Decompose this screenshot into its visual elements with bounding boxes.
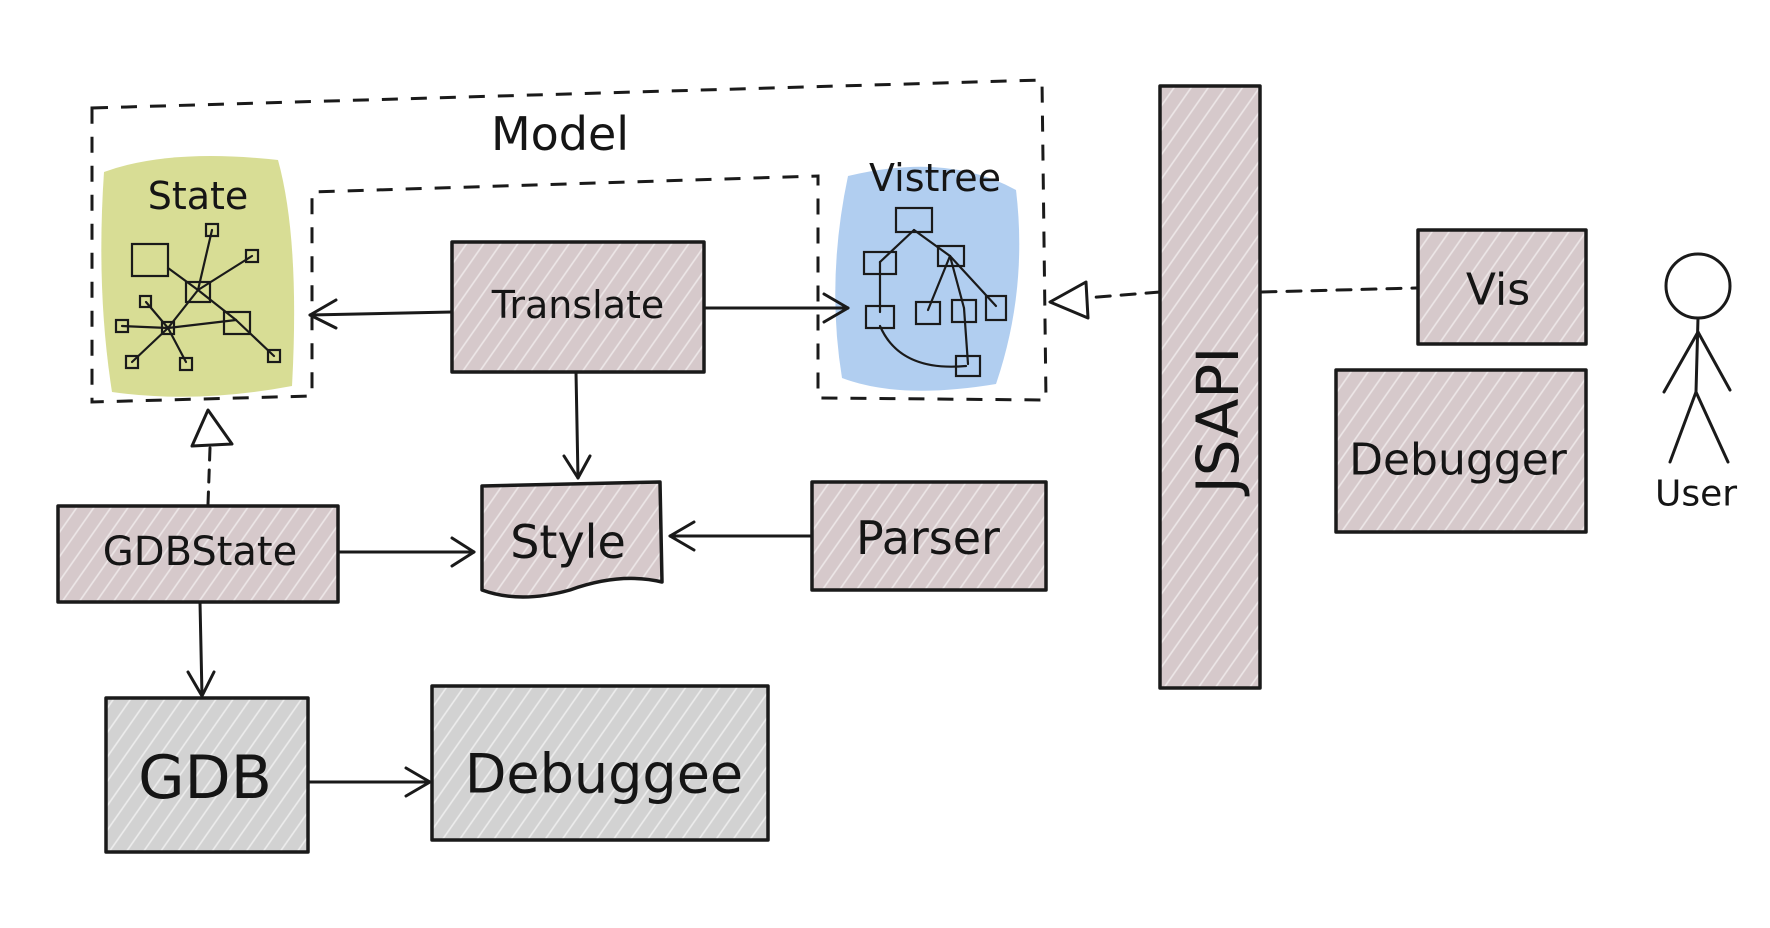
- gdbstate-node: GDBState: [56, 504, 340, 604]
- gdbstate-box: [56, 504, 340, 604]
- style-label: Style: [510, 515, 626, 569]
- jsapi-label: JSAPI: [1184, 347, 1252, 497]
- state-node: State: [101, 156, 295, 397]
- gdb-label: GDB: [138, 743, 272, 813]
- gdbstate-label: GDBState: [103, 529, 297, 575]
- debugger-label: Debugger: [1349, 435, 1568, 486]
- parser-box: [810, 480, 1048, 592]
- vis-box: [1416, 228, 1588, 346]
- parser-label: Parser: [856, 511, 1000, 565]
- gdb-node: GDB: [104, 696, 310, 854]
- jsapi-node: JSAPI: [1158, 84, 1262, 690]
- vis-to-jsapi-dashed-line: [1260, 286, 1418, 294]
- translate-node: Translate: [450, 240, 706, 374]
- vistree-node: Vistree: [835, 156, 1020, 391]
- gdb-box: [104, 696, 310, 854]
- translate-to-style-arrow: [562, 370, 592, 480]
- debugger-box: [1334, 368, 1588, 534]
- debuggee-box: [430, 684, 770, 842]
- debugger-node: Debugger: [1334, 368, 1588, 534]
- style-node: Style: [480, 480, 664, 599]
- gdb-to-debuggee-arrow: [306, 766, 432, 798]
- user-figure: User: [1655, 252, 1737, 515]
- vistree-label: Vistree: [869, 156, 1001, 200]
- user-label: User: [1655, 474, 1737, 515]
- debuggee-label: Debuggee: [465, 743, 743, 806]
- gdbstate-to-state-inheritance-arrow: [190, 408, 234, 506]
- vis-label: Vis: [1466, 265, 1530, 316]
- model-container: [90, 78, 1048, 404]
- network-graph-icon: [114, 222, 282, 372]
- state-blob: [101, 156, 295, 397]
- gdbstate-to-gdb-arrow: [186, 600, 216, 698]
- translate-box: [450, 240, 706, 374]
- jsapi-to-vistree-inheritance-arrow: [1048, 280, 1162, 320]
- translate-to-vistree-arrow: [702, 292, 850, 324]
- vistree-blob: [835, 166, 1020, 391]
- model-label: Model: [491, 107, 629, 161]
- debuggee-node: Debuggee: [430, 684, 770, 842]
- vis-node: Vis: [1416, 228, 1588, 346]
- parser-to-style-arrow: [668, 520, 814, 552]
- tree-graph-icon: [862, 206, 1008, 378]
- gdbstate-to-style-arrow: [336, 536, 476, 568]
- translate-to-state-arrow: [308, 298, 454, 330]
- translate-label: Translate: [491, 283, 665, 327]
- style-document-shape: [480, 480, 664, 599]
- state-label: State: [148, 174, 249, 218]
- jsapi-box: [1158, 84, 1262, 690]
- parser-node: Parser: [810, 480, 1048, 592]
